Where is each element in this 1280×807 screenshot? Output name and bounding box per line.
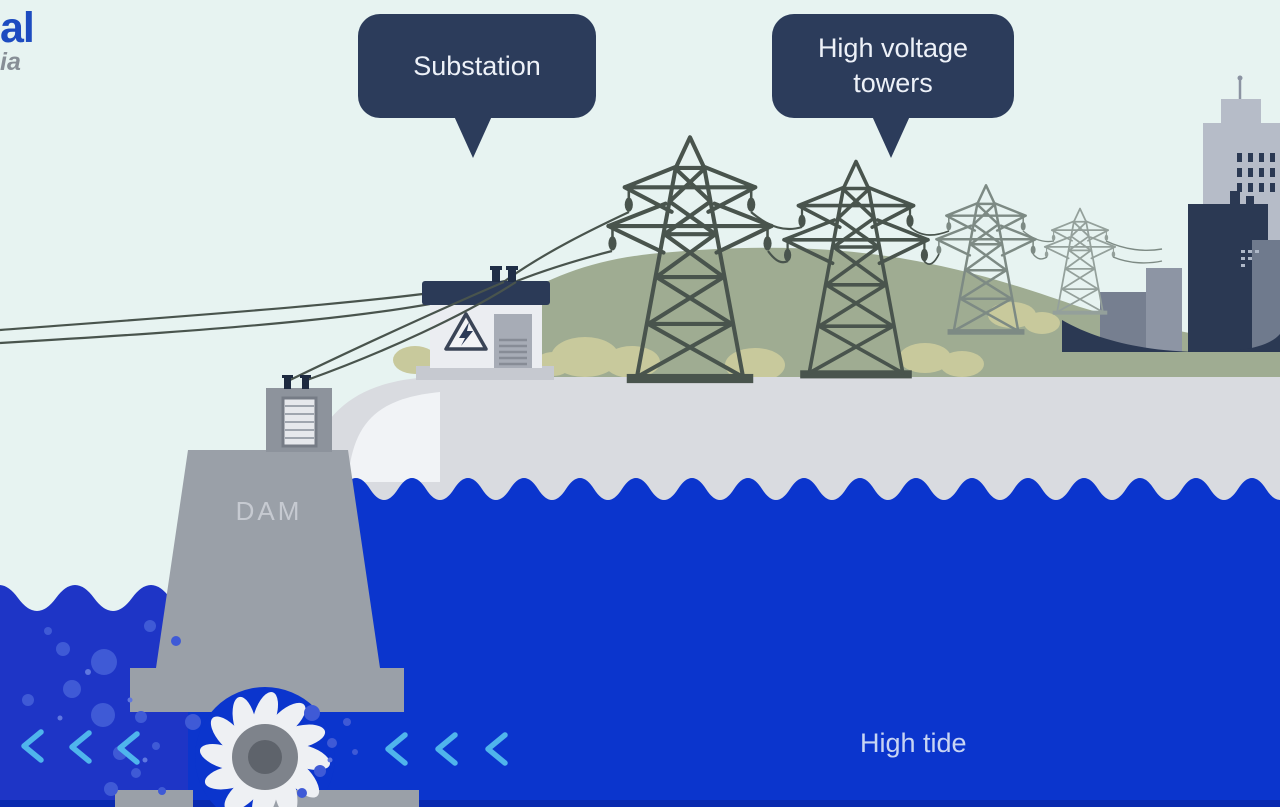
flow-arrow-icon	[485, 732, 508, 766]
high-tide-label: High tide	[860, 728, 967, 758]
callout-high-voltage-towers-label: High voltage towers	[817, 33, 969, 98]
callout-high-voltage-towers: High voltage towers	[772, 14, 1014, 158]
dam-wall	[130, 450, 404, 712]
sea-high-tide	[230, 478, 1280, 807]
flow-arrow-icon	[435, 732, 458, 766]
dam-feeder-wires	[289, 280, 517, 382]
flow-arrow-icon	[385, 732, 408, 766]
dam-control-house	[266, 375, 332, 452]
flow-arrows	[21, 729, 508, 766]
roof-insulators	[490, 266, 518, 282]
city-windows-navy	[1241, 250, 1259, 267]
flow-arrow-icon	[21, 729, 44, 763]
city-skyline	[1062, 75, 1280, 352]
dam	[115, 375, 419, 807]
flow-arrow-icon	[117, 731, 140, 765]
brand-logo-top: al	[0, 4, 35, 52]
dam-house-insulators	[282, 375, 311, 389]
bushes	[393, 302, 1060, 382]
shore	[302, 377, 1280, 500]
deep-water-strip	[0, 800, 1280, 807]
city-base	[1062, 320, 1280, 352]
turbine-icon	[199, 691, 331, 807]
flow-arrow-icon	[69, 730, 92, 764]
water-bubbles	[22, 620, 358, 798]
city-windows-light	[1237, 153, 1275, 192]
callout-substation: Substation	[358, 14, 596, 158]
callout-substation-label: Substation	[413, 50, 541, 81]
dam-label: DAM	[235, 496, 303, 526]
shore-highlight	[348, 392, 440, 482]
brand-logo-bottom: ia	[0, 48, 21, 76]
substation-roof	[422, 281, 550, 305]
dam-platform-left	[115, 790, 193, 807]
high-voltage-warning-icon	[444, 312, 488, 351]
brand-logo: al ia	[0, 0, 90, 90]
substation-building	[416, 266, 554, 380]
basin-water	[0, 585, 208, 807]
